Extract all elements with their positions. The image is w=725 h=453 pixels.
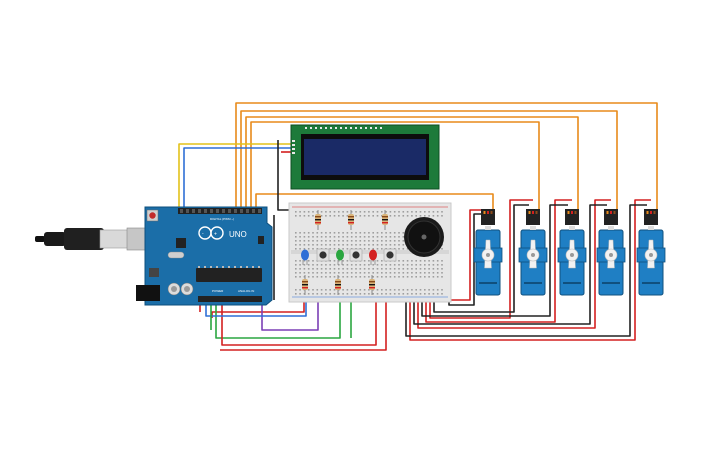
wire-red-5v xyxy=(220,295,387,351)
servo-motor-2 xyxy=(518,209,548,296)
lcd-16x2-display xyxy=(290,124,440,190)
wire-red-servo-4 xyxy=(417,199,611,329)
wire-orange-servo-5 xyxy=(235,102,658,210)
wire-red-button-1 xyxy=(211,295,305,318)
wire-orange-servo-3 xyxy=(245,116,579,210)
wire-black-servo-3 xyxy=(421,204,568,317)
push-button-1[interactable] xyxy=(316,248,330,262)
digital-header-label: DIGITAL (PWM ~) xyxy=(210,217,234,221)
wire-black-servo-2 xyxy=(433,204,529,313)
push-button-2[interactable] xyxy=(349,248,363,262)
wire-black-lcd-gnd xyxy=(277,140,292,211)
board-model-label: UNO xyxy=(229,230,247,239)
wire-red-servo-5 xyxy=(409,199,651,341)
wire-yellow-lcd-scl xyxy=(178,143,292,208)
arduino-logo-icon: - + xyxy=(198,226,224,240)
analog-header-label: ANALOG IN xyxy=(238,289,254,293)
resistor-4 xyxy=(302,275,308,295)
usb-cable xyxy=(35,227,148,251)
resistor-3 xyxy=(382,210,388,230)
servo-motor-3 xyxy=(557,209,587,296)
lcd-i2c-pins xyxy=(292,140,295,154)
svg-text:+: + xyxy=(214,232,217,238)
resistor-2 xyxy=(348,210,354,230)
wire-red-led xyxy=(221,268,377,346)
wire-orange-servo-2 xyxy=(250,121,540,210)
wire-red-servo-2 xyxy=(429,199,533,319)
led-red xyxy=(369,249,377,265)
push-button-3[interactable] xyxy=(383,248,397,262)
resistor-6 xyxy=(369,275,375,295)
servo-motor-4 xyxy=(596,209,626,296)
resistor-1 xyxy=(315,210,321,230)
servo-motor-5 xyxy=(636,209,666,296)
wire-orange-servo-1 xyxy=(255,193,494,210)
wire-black-servo-5 xyxy=(405,204,647,337)
arduino-uno-board: DIGITAL (PWM ~) - + UNO xyxy=(136,206,273,306)
led-blue xyxy=(301,249,309,265)
led-green xyxy=(336,249,344,265)
servo-motor-1 xyxy=(473,209,503,296)
wire-orange-servo-4 xyxy=(240,110,618,210)
wire-red-servo-3 xyxy=(425,199,572,323)
resistor-5 xyxy=(335,275,341,295)
servo-group xyxy=(473,209,666,296)
wire-black-servo-4 xyxy=(413,204,607,325)
wire-blue-lcd-sda xyxy=(183,147,292,208)
svg-text:-: - xyxy=(202,231,204,237)
power-header-label: POWER xyxy=(212,289,224,293)
lcd-header-pins xyxy=(305,127,382,129)
piezo-buzzer xyxy=(404,217,444,257)
